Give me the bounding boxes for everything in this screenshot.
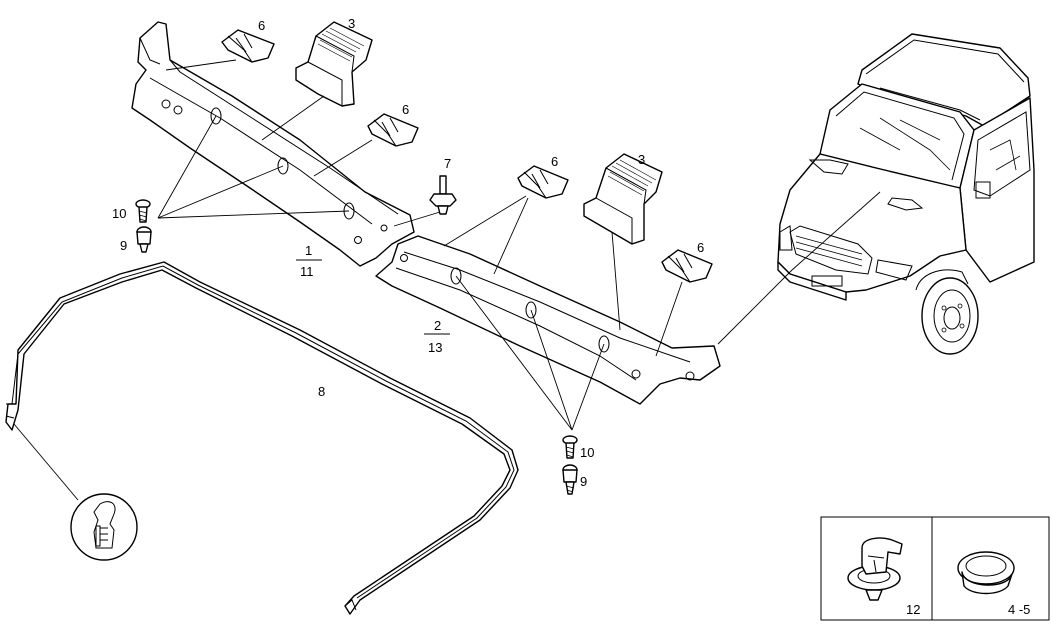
callout-11: 11 (300, 264, 314, 279)
callout-1: 1 (305, 243, 312, 258)
callout-9a: 9 (120, 238, 127, 253)
cowl-panel-right (375, 235, 721, 405)
callout-6c: 6 (551, 154, 558, 169)
windscreen-seal-8 (5, 261, 519, 615)
callout-3b: 3 (638, 152, 645, 167)
bracket-3-left (295, 21, 373, 107)
callout-3a: 3 (348, 16, 355, 31)
nut-9-right (562, 464, 578, 495)
nut-9-left (136, 226, 152, 253)
callout-9b: 9 (580, 474, 587, 489)
callout-6a: 6 (258, 18, 265, 33)
van-illustration (777, 33, 1035, 355)
callout-4-5: 4 -5 (1008, 602, 1030, 617)
stud-7 (429, 175, 457, 215)
leader-lines (13, 59, 881, 501)
clip-6-b (367, 113, 419, 147)
fastener-12 (847, 537, 903, 601)
plug-4-5 (957, 551, 1015, 595)
callout-6d: 6 (697, 240, 704, 255)
clip-6-c (517, 165, 569, 199)
callout-6b: 6 (402, 102, 409, 117)
screw-10-left (135, 199, 151, 223)
clip-6-d (661, 249, 713, 283)
clip-6-a (221, 29, 275, 63)
callout-12: 12 (906, 602, 920, 617)
seal-section-detail (70, 493, 138, 561)
callout-10b: 10 (580, 445, 594, 460)
cowl-panel-left (131, 21, 415, 267)
callout-13: 13 (428, 340, 442, 355)
callout-labels: 6 3 6 7 6 3 6 10 9 1 11 2 13 8 10 9 12 4… (112, 16, 1030, 617)
inset-box (820, 516, 1050, 621)
callout-8: 8 (318, 384, 325, 399)
bracket-3-right (583, 153, 663, 245)
callout-7: 7 (444, 156, 451, 171)
callout-10a: 10 (112, 206, 126, 221)
screw-10-right (562, 435, 578, 459)
callout-2: 2 (434, 318, 441, 333)
